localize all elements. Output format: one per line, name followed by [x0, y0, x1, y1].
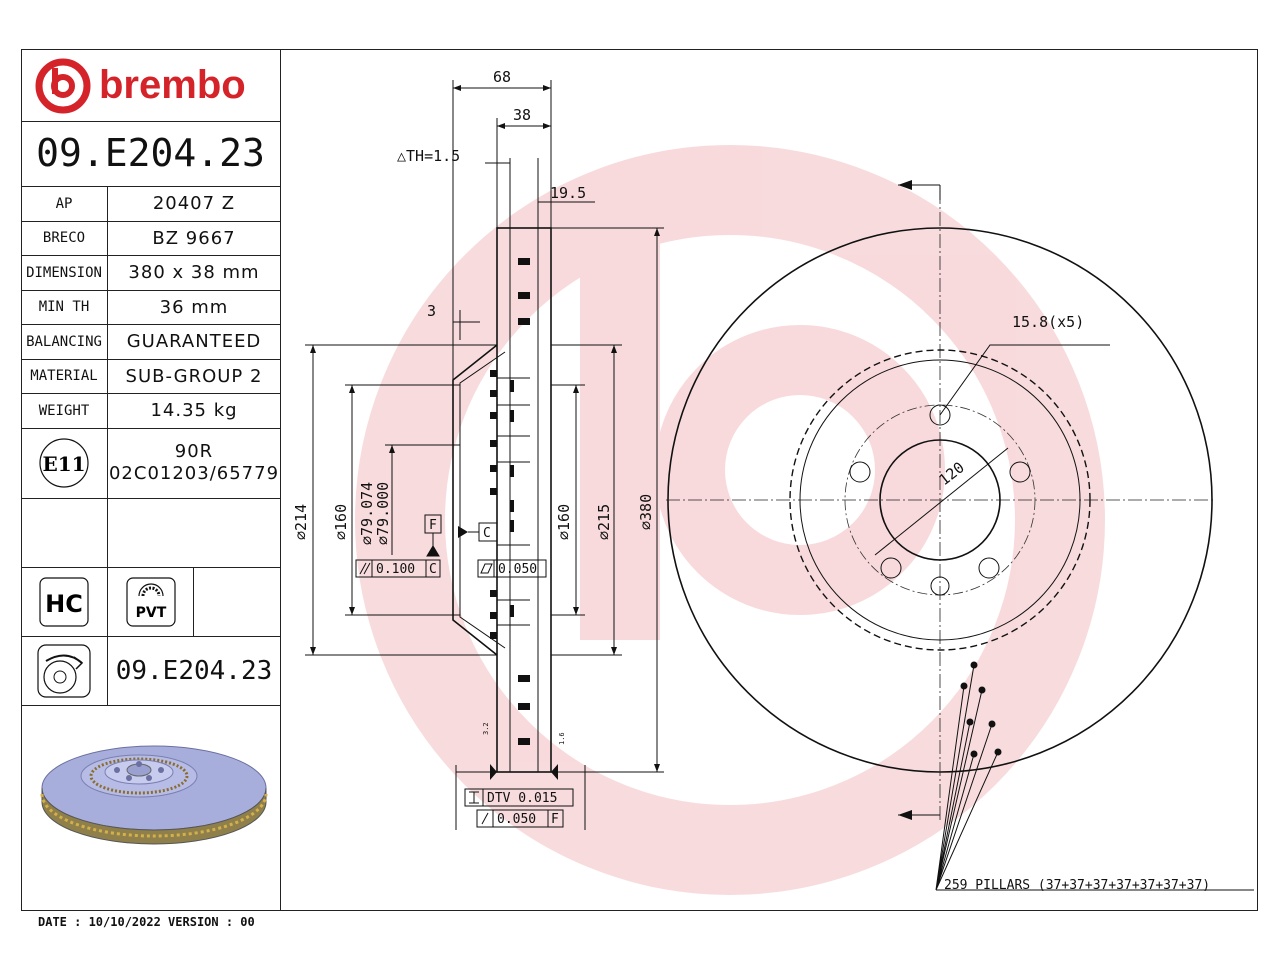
spec-row: BALANCING GUARANTEED [21, 324, 280, 360]
spec-key: DIMENSION [21, 255, 108, 290]
e-mark-icon: E11 [39, 438, 89, 488]
spec-value: GUARANTEED [126, 331, 262, 352]
spec-panel: brembo 09.E204.23 AP 20407 Z BRECO BZ 96… [21, 49, 281, 911]
homologation-mark-cell: E11 [21, 428, 108, 498]
spec-key: BRECO [21, 221, 108, 255]
badge-row: HC PVT [21, 567, 280, 637]
spec-row: MIN TH 36 mm [21, 290, 280, 325]
homologation-line2: 02C01203/65779 [108, 463, 280, 484]
homologation-line1: 90R [174, 441, 214, 462]
disc-icon [37, 643, 91, 698]
hc-badge-icon: HC [39, 576, 89, 627]
pvt-badge-cell: PVT [108, 567, 194, 636]
e-mark-text: E11 [42, 452, 85, 476]
spec-key: WEIGHT [21, 393, 108, 428]
spec-value: 14.35 kg [150, 400, 238, 421]
part-number: 09.E204.23 [21, 121, 280, 187]
spec-row: MATERIAL SUB-GROUP 2 [21, 359, 280, 394]
revision-footer: DATE : 10/10/2022 VERSION : 00 [38, 915, 255, 929]
spec-row: AP 20407 Z [21, 186, 280, 222]
spec-row: WEIGHT 14.35 kg [21, 393, 280, 429]
spec-value: SUB-GROUP 2 [125, 365, 263, 387]
spec-value: 20407 Z [152, 193, 236, 214]
blank-row [21, 498, 280, 568]
spec-value: 380 x 38 mm [128, 262, 260, 283]
bottom-part-row: 09.E204.23 [21, 636, 280, 706]
bottom-part-number: 09.E204.23 [115, 655, 273, 686]
spec-value: 36 mm [159, 296, 229, 318]
brembo-logo-icon [35, 58, 91, 114]
homologation-row: E11 90R 02C01203/65779 [21, 428, 280, 499]
hc-badge-cell: HC [21, 567, 108, 636]
spec-key: MIN TH [21, 290, 108, 324]
spec-value: BZ 9667 [152, 227, 236, 249]
blank-cell [21, 498, 108, 567]
hc-badge-text: HC [45, 590, 83, 618]
pvt-badge-text: PVT [135, 605, 166, 621]
spec-key: MATERIAL [21, 359, 108, 393]
brand-logo: brembo [21, 49, 280, 122]
spec-row: DIMENSION 380 x 38 mm [21, 255, 280, 291]
disc-icon-cell [21, 636, 108, 705]
disc-render [40, 745, 268, 845]
spec-key: BALANCING [21, 324, 108, 359]
spec-row: BRECO BZ 9667 [21, 221, 280, 256]
pvt-badge-icon: PVT [125, 576, 176, 627]
spec-key: AP [21, 186, 108, 221]
homologation-values: 90R 02C01203/65779 [108, 428, 280, 498]
drawing-frame [21, 49, 1258, 911]
brand-name: brembo [99, 63, 246, 107]
